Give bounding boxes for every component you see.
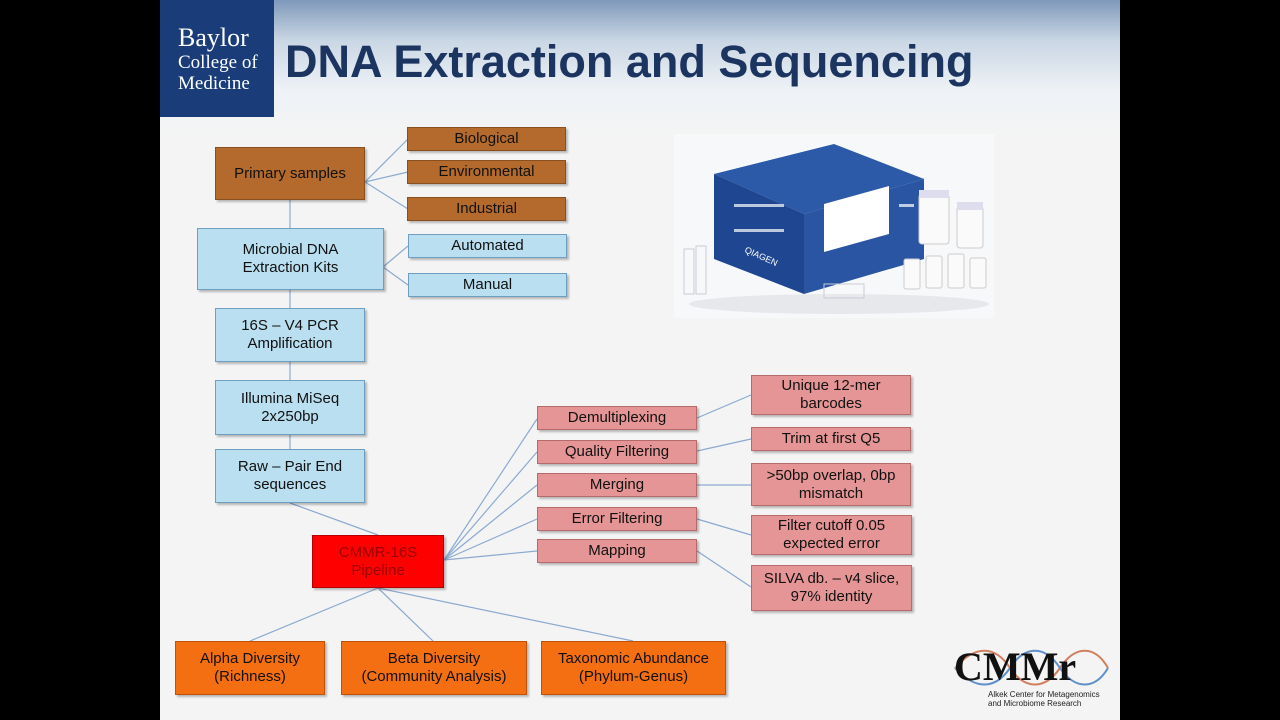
detail-line-2: mismatch [798, 484, 864, 502]
output-alpha-diversity: Alpha Diversity (Richness) [175, 641, 325, 695]
step-label: Quality Filtering [564, 443, 670, 460]
extraction-kits-box: Microbial DNA Extraction Kits [197, 228, 384, 290]
detail-error-cutoff: Filter cutoff 0.05 expected error [751, 515, 912, 555]
cmmr-subtitle-2: and Microbiome Research [988, 699, 1082, 708]
detail-line-1: Unique 12-mer [781, 377, 881, 394]
step-label: Mapping [588, 542, 646, 559]
step-demultiplexing: Demultiplexing [537, 406, 697, 430]
pipeline-line-1: CMMR-16S [338, 543, 418, 561]
step-label: Demultiplexing [567, 409, 667, 426]
detail-trim: Trim at first Q5 [751, 427, 911, 451]
sample-type-environmental: Environmental [407, 160, 566, 184]
step-mapping: Mapping [537, 539, 697, 563]
miseq-line-2: 2x250bp [261, 407, 319, 425]
detail-line-1: Trim at first Q5 [781, 430, 881, 447]
extraction-line-2: Extraction Kits [242, 259, 339, 276]
output-line-2: (Community Analysis) [361, 668, 507, 685]
sample-type-label: Biological [454, 130, 519, 147]
logo-line-3: Medicine [178, 72, 250, 94]
step-label: Merging [589, 476, 645, 493]
extraction-type-label: Automated [451, 237, 524, 254]
output-line-2: (Phylum-Genus) [578, 668, 689, 685]
extraction-kit-photo: QIAGEN [674, 134, 994, 318]
extraction-type-label: Manual [462, 276, 513, 293]
logo-line-2: College of [178, 51, 258, 73]
pcr-line-1: 16S – V4 PCR [241, 317, 339, 334]
detail-line-2: 97% identity [790, 588, 873, 605]
output-line-1: Taxonomic Abundance [558, 650, 709, 667]
raw-line-1: Raw – Pair End [237, 458, 343, 475]
cmmr-mark: CMMr [954, 644, 1109, 689]
pipeline-line-2: Pipeline [351, 561, 405, 579]
raw-sequences-box: Raw – Pair End sequences [215, 449, 365, 503]
output-line-1: Alpha Diversity [199, 650, 301, 667]
baylor-logo: Baylor College of Medicine [160, 0, 274, 117]
cmmr-logo: CMMr Alkek Center for Metagenomics and M… [950, 640, 1110, 710]
detail-silva: SILVA db. – v4 slice, 97% identity [751, 565, 912, 611]
step-merging: Merging [537, 473, 697, 497]
pcr-line-2: Amplification [247, 335, 333, 352]
extraction-type-manual: Manual [408, 273, 567, 297]
step-error-filtering: Error Filtering [537, 507, 697, 531]
step-quality-filtering: Quality Filtering [537, 440, 697, 464]
sample-type-industrial: Industrial [407, 197, 566, 221]
sample-type-label: Industrial [456, 200, 517, 217]
miseq-box: Illumina MiSeq 2x250bp [215, 380, 365, 435]
detail-barcodes: Unique 12-mer barcodes [751, 375, 911, 415]
pcr-amplification-box: 16S – V4 PCR Amplification [215, 308, 365, 362]
primary-samples-label: Primary samples [234, 164, 346, 182]
cmmr-subtitle-1: Alkek Center for Metagenomics [988, 690, 1100, 699]
output-taxonomic-abundance: Taxonomic Abundance (Phylum-Genus) [541, 641, 726, 695]
detail-line-1: >50bp overlap, 0bp [766, 466, 896, 484]
kit-illustration: QIAGEN [683, 144, 989, 314]
slide-title: DNA Extraction and Sequencing [285, 36, 974, 87]
output-beta-diversity: Beta Diversity (Community Analysis) [341, 641, 527, 695]
miseq-line-1: Illumina MiSeq [240, 389, 340, 407]
sample-type-biological: Biological [407, 127, 566, 151]
raw-line-2: sequences [253, 476, 327, 493]
primary-samples-box: Primary samples [215, 147, 365, 200]
detail-line-1: SILVA db. – v4 slice, [763, 570, 900, 587]
detail-overlap: >50bp overlap, 0bp mismatch [751, 463, 911, 506]
slide: Baylor College of Medicine DNA Extractio… [160, 0, 1120, 720]
detail-line-1: Filter cutoff 0.05 [777, 517, 886, 534]
output-line-2: (Richness) [214, 668, 286, 685]
detail-line-2: barcodes [800, 395, 862, 412]
extraction-line-1: Microbial DNA [242, 241, 339, 258]
detail-line-2: expected error [783, 535, 880, 552]
cmmr-wordmark: CMMr [954, 644, 1076, 689]
connector-lines [249, 138, 752, 642]
sample-type-label: Environmental [438, 163, 535, 180]
logo-line-1: Baylor [178, 22, 249, 52]
step-label: Error Filtering [571, 510, 663, 527]
cmmr-pipeline-box: CMMR-16S Pipeline [312, 535, 444, 588]
output-line-1: Beta Diversity [387, 650, 481, 667]
extraction-type-automated: Automated [408, 234, 567, 258]
